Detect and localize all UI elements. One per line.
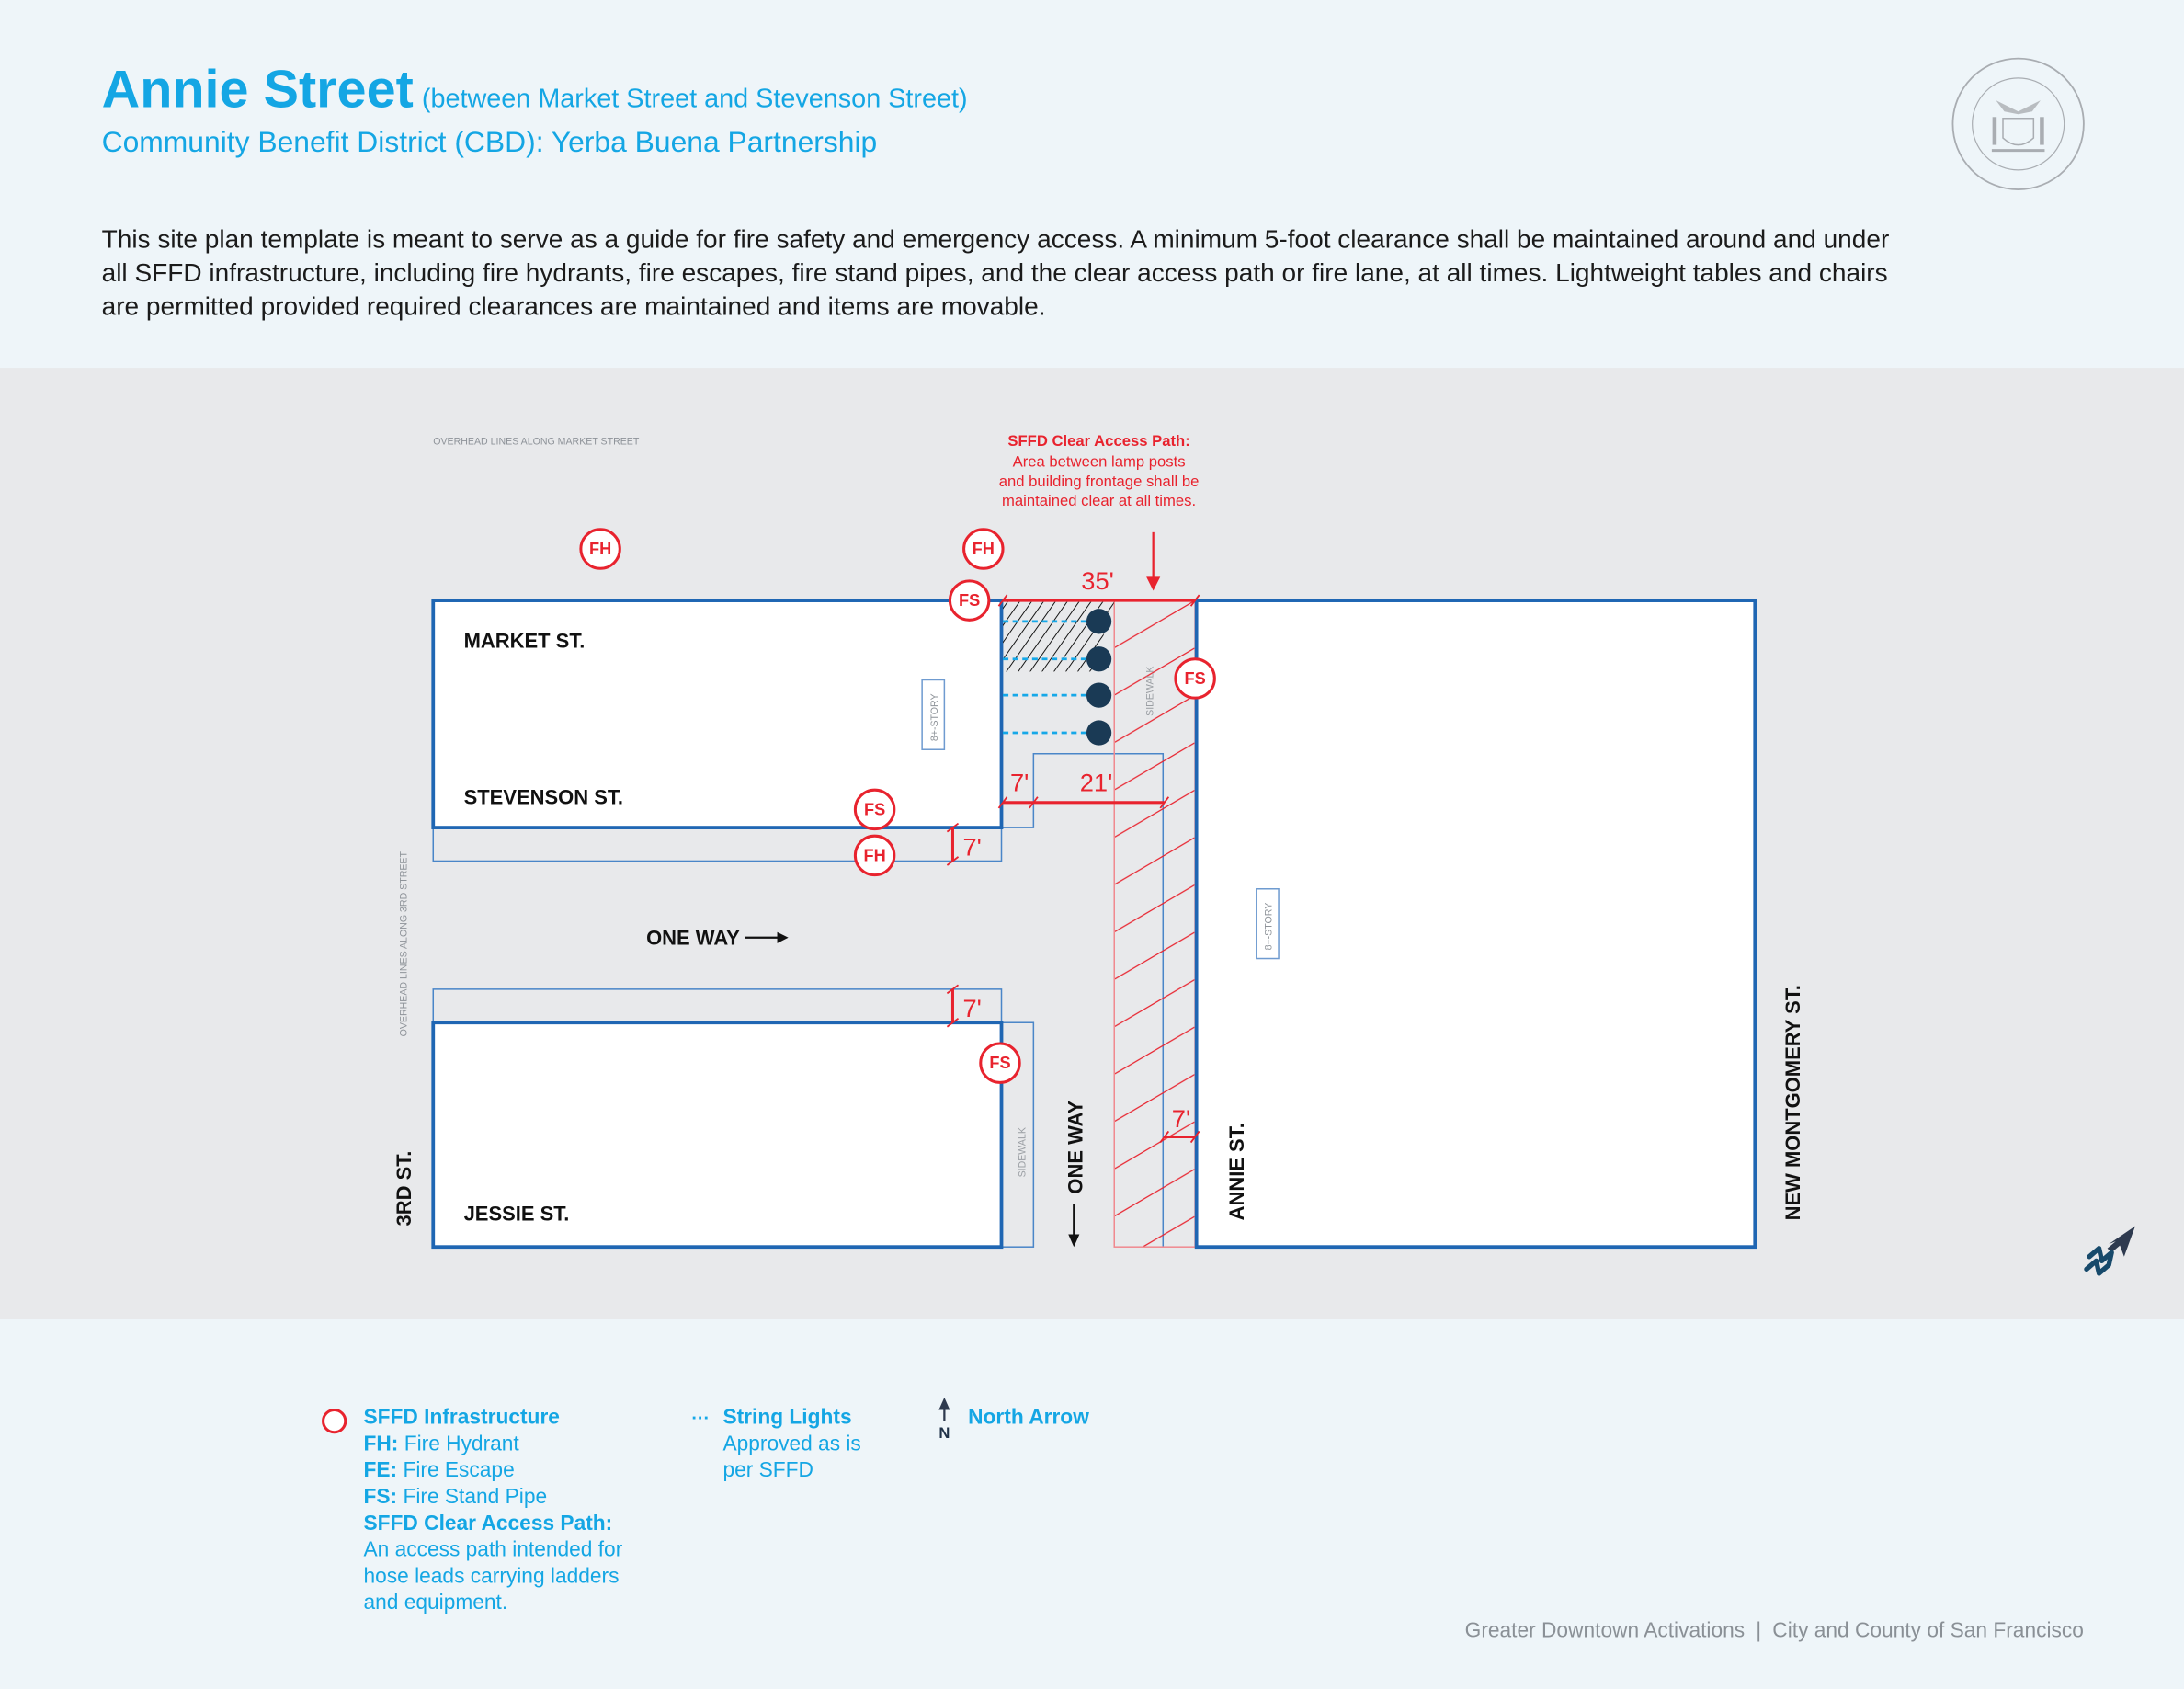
dimension-lines: [946, 594, 1200, 1144]
lamp-post-icon: [1086, 609, 1112, 634]
sidewalk-label: SIDEWALK: [1145, 667, 1156, 716]
clear-access-path-zone: [1113, 599, 1196, 1248]
svg-text:FS: FS: [959, 591, 980, 610]
dimension-21ft: 21': [1080, 769, 1113, 797]
legend-title: String Lights: [722, 1405, 852, 1430]
page-title: Annie Street(between Market Street and S…: [102, 62, 968, 121]
fire-standpipe-marker: FS: [1174, 657, 1216, 700]
dimension-35ft: 35': [1081, 566, 1114, 595]
fire-standpipe-marker: FS: [853, 788, 896, 831]
legend-value: Fire Escape: [403, 1458, 515, 1483]
building-block-annie: [1194, 599, 1757, 1250]
one-way-label-horizontal: ONE WAY: [646, 926, 740, 949]
footer: Greater Downtown Activations | City and Co…: [1465, 1619, 2084, 1643]
svg-text:8+-STORY: 8+-STORY: [929, 693, 940, 741]
svg-text:FH: FH: [863, 846, 885, 864]
legend-title: North Arrow: [968, 1405, 1089, 1430]
legend-value: Fire Stand Pipe: [403, 1485, 548, 1510]
svg-text:FS: FS: [864, 800, 885, 818]
legend-value: Fire Hydrant: [404, 1432, 519, 1456]
sidewalk-label: SIDEWALK: [1017, 1127, 1028, 1177]
overhead-lines-3rd-label: OVERHEAD LINES ALONG 3RD STREET: [398, 851, 409, 1037]
one-way-label-vertical: ONE WAY: [1064, 1101, 1086, 1194]
map-background: [0, 368, 2184, 1319]
north-arrow-icon: [2084, 1226, 2135, 1276]
lamp-post-icon: [1086, 646, 1112, 672]
string-lights-legend-icon: ···: [691, 1409, 710, 1429]
lamp-post-icon: [1086, 720, 1112, 746]
street-label-jessie: JESSIE ST.: [464, 1202, 570, 1225]
story-label-box: 8+-STORY: [1256, 888, 1280, 960]
legend-title: SFFD Infrastructure: [363, 1405, 560, 1430]
title-main: Annie Street: [101, 61, 414, 120]
lamp-posts: [1086, 609, 1112, 746]
dimension-7ft: 7': [1010, 769, 1029, 797]
building-block-jessie: [431, 1021, 1004, 1250]
legend-text: per SFFD: [722, 1458, 813, 1483]
svg-text:FH: FH: [973, 540, 995, 558]
legend-infrastructure: SFFD Infrastructure FH: Fire Hydrant FE:…: [363, 1404, 622, 1615]
footer-left: Greater Downtown Activations: [1464, 1618, 1746, 1643]
fire-standpipe-marker: FS: [979, 1042, 1021, 1084]
legend-text: Approved as is: [722, 1432, 861, 1456]
legend-key: FS:: [363, 1485, 398, 1510]
city-seal-logo: [1951, 57, 2085, 190]
annotation-line: maintained clear at all times.: [1002, 492, 1196, 509]
street-label-stevenson: STEVENSON ST.: [464, 785, 623, 808]
svg-text:FH: FH: [589, 540, 611, 558]
stevenson-sidewalk-strip: [432, 827, 1003, 862]
dimension-7ft: 7': [1172, 1104, 1190, 1133]
footer-separator: |: [1756, 1618, 1762, 1643]
jessie-sidewalk-strip: [432, 988, 1003, 1023]
description: This site plan template is meant to serv…: [101, 223, 1890, 321]
svg-text:8+-STORY: 8+-STORY: [1263, 903, 1274, 951]
legend-title: SFFD Clear Access Path:: [363, 1512, 613, 1535]
seating-area-hatch: [1003, 601, 1115, 672]
dimension-7ft: 7': [962, 832, 981, 861]
legend-key: FE:: [363, 1458, 398, 1483]
cbd-label: Community Benefit District (CBD): Yerba …: [101, 126, 878, 159]
footer-right: City and County of San Francisco: [1772, 1618, 2084, 1643]
street-label-3rd: 3RD ST.: [392, 1151, 415, 1227]
fire-hydrant-marker: FH: [579, 528, 621, 570]
legend-north-arrow: North Arrow: [968, 1404, 1089, 1431]
svg-text:FS: FS: [1185, 669, 1206, 688]
legend-text: An access path intended for: [363, 1537, 623, 1562]
arrow-down-icon: [1068, 1204, 1080, 1248]
legend-text: hose leads carrying ladders: [363, 1564, 620, 1589]
fire-hydrant-marker: FH: [853, 834, 896, 877]
fire-standpipe-marker: FS: [948, 579, 991, 622]
legend-key: FH:: [363, 1432, 399, 1456]
annotation-line: and building frontage shall be: [999, 473, 1200, 490]
story-label-box: 8+-STORY: [921, 679, 946, 750]
string-lights: [1003, 620, 1089, 735]
arrow-right-icon: [745, 931, 789, 943]
fire-hydrant-marker: FH: [962, 528, 1005, 570]
svg-text:N: N: [938, 1424, 950, 1442]
legend-string-lights: String Lights Approved as is per SFFD: [722, 1404, 860, 1483]
annotation-title: SFFD Clear Access Path:: [1007, 432, 1189, 450]
svg-text:FS: FS: [989, 1054, 1010, 1072]
infrastructure-legend-icon: [322, 1408, 347, 1434]
overhead-lines-market-label: OVERHEAD LINES ALONG MARKET STREET: [433, 436, 640, 447]
street-label-annie: ANNIE ST.: [1225, 1123, 1248, 1220]
annotation-arrow-icon: [1146, 531, 1161, 591]
building-block-market: [431, 599, 1004, 829]
north-arrow-legend-icon: N: [938, 1397, 950, 1442]
title-subtitle: (between Market Street and Stevenson Str…: [421, 85, 968, 115]
clear-access-annotation: SFFD Clear Access Path: Area between lam…: [999, 432, 1200, 509]
lamp-post-icon: [1086, 682, 1112, 708]
street-label-new-montgomery: NEW MONTGOMERY ST.: [1781, 985, 1804, 1220]
annotation-line: Area between lamp posts: [1013, 453, 1186, 471]
dimension-7ft: 7': [962, 994, 981, 1022]
legend-text: and equipment.: [363, 1591, 508, 1615]
street-label-market: MARKET ST.: [464, 630, 586, 653]
